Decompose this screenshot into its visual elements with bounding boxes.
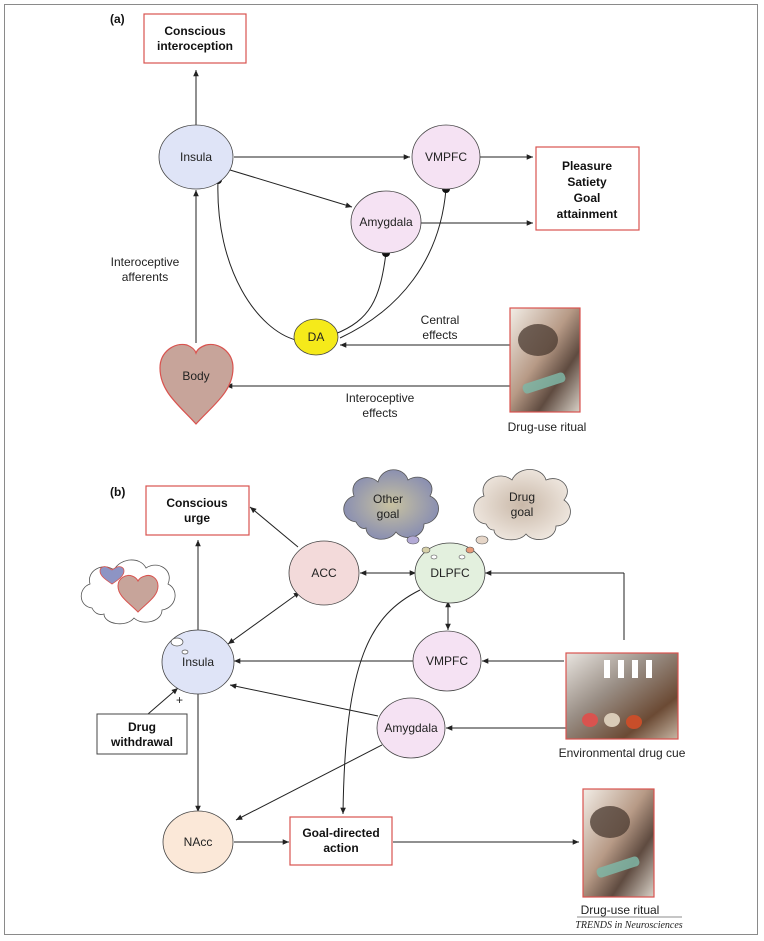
edge-insula-acc (227, 591, 301, 645)
svg-text:action: action (323, 841, 358, 855)
svg-text:Pleasure: Pleasure (562, 159, 612, 173)
svg-text:Insula: Insula (180, 150, 212, 164)
edge-amygdala-to-nacc (235, 744, 383, 821)
panel-a-edges (193, 70, 533, 389)
node-body-heart: Body (159, 343, 234, 425)
svg-text:goal: goal (377, 507, 400, 521)
edge-insula-da-inhibitory (217, 179, 297, 341)
drug-use-ritual-caption-a: Drug-use ritual (508, 420, 587, 434)
label-interoceptive-effects: Interoceptive effects (346, 391, 415, 420)
svg-text:Insula: Insula (182, 655, 214, 669)
svg-text:Drug: Drug (128, 720, 156, 734)
label-central-effects: Central effects (421, 313, 460, 342)
svg-text:Amygdala: Amygdala (384, 721, 438, 735)
svg-text:attainment: attainment (557, 207, 618, 221)
panel-b-edges (147, 506, 625, 845)
box-conscious-urge: Conscious urge (145, 485, 250, 536)
panel-b-label: (b) (110, 485, 125, 499)
svg-text:Conscious: Conscious (164, 24, 226, 38)
node-nacc: NAcc (162, 810, 234, 874)
svg-text:NAcc: NAcc (184, 835, 213, 849)
edge-amygdala-to-insula (229, 683, 379, 717)
svg-text:Central: Central (421, 313, 460, 327)
plus-sign: + (176, 693, 183, 707)
svg-text:afferents: afferents (122, 270, 168, 284)
svg-text:Body: Body (182, 369, 209, 383)
svg-text:urge: urge (184, 511, 210, 525)
node-acc: ACC (288, 540, 360, 606)
svg-text:Goal-directed: Goal-directed (302, 826, 379, 840)
svg-text:DA: DA (308, 330, 325, 344)
thought-cloud-other-goal: Other goal (343, 469, 439, 560)
thought-cloud-insula (80, 559, 189, 655)
thought-cloud-drug-goal: Drug goal (458, 469, 571, 560)
box-conscious-interoception: Conscious interoception (143, 13, 247, 64)
svg-text:Other: Other (373, 492, 403, 506)
edge-withdrawal-to-insula (147, 687, 179, 715)
node-insula-a: Insula (158, 124, 234, 190)
svg-text:VMPFC: VMPFC (426, 654, 468, 668)
svg-text:Goal: Goal (574, 191, 601, 205)
drug-use-ritual-image-a: Drug-use ritual (508, 307, 587, 434)
svg-text:withdrawal: withdrawal (110, 735, 173, 749)
environmental-drug-cue-image: Environmental drug cue (559, 652, 686, 760)
edge-amygdala-da-inhibitory (334, 252, 387, 335)
svg-text:DLPFC: DLPFC (430, 566, 470, 580)
journal-credit: TRENDS in Neurosciences (575, 920, 683, 931)
svg-text:interoception: interoception (157, 39, 233, 53)
node-amygdala-b: Amygdala (376, 697, 446, 759)
svg-text:Drug: Drug (509, 490, 535, 504)
environmental-drug-cue-caption: Environmental drug cue (559, 746, 686, 760)
label-interoceptive-afferents: Interoceptive afferents (111, 255, 180, 284)
svg-text:Interoceptive: Interoceptive (111, 255, 180, 269)
svg-text:VMPFC: VMPFC (425, 150, 467, 164)
svg-text:Amygdala: Amygdala (359, 215, 413, 229)
node-da: DA (293, 318, 339, 356)
node-vmpfc-a: VMPFC (411, 124, 481, 190)
edge-dlpfc-to-action (340, 589, 421, 815)
edge-acc-to-conscious-urge (249, 506, 299, 548)
svg-text:effects: effects (422, 328, 457, 342)
node-amygdala-a: Amygdala (350, 190, 422, 254)
svg-text:Satiety: Satiety (567, 175, 607, 189)
svg-text:Conscious: Conscious (166, 496, 228, 510)
edge-vmpfc-da-inhibitory (339, 188, 447, 339)
drug-use-ritual-caption-b: Drug-use ritual (581, 903, 660, 917)
edge-insula-to-amygdala (229, 169, 353, 208)
figure-frame (4, 4, 758, 935)
panel-a-label: (a) (110, 12, 125, 26)
box-goal-directed-action: Goal-directed action (289, 816, 393, 866)
box-pleasure-satiety: Pleasure Satiety Goal attainment (535, 146, 640, 231)
svg-text:Interoceptive: Interoceptive (346, 391, 415, 405)
svg-text:goal: goal (511, 505, 534, 519)
svg-text:ACC: ACC (311, 566, 337, 580)
node-vmpfc-b: VMPFC (412, 630, 482, 692)
drug-use-ritual-image-b: Drug-use ritual (581, 788, 660, 917)
node-insula-b: Insula (161, 629, 235, 695)
box-drug-withdrawal: Drug withdrawal (96, 713, 188, 755)
svg-text:effects: effects (362, 406, 397, 420)
